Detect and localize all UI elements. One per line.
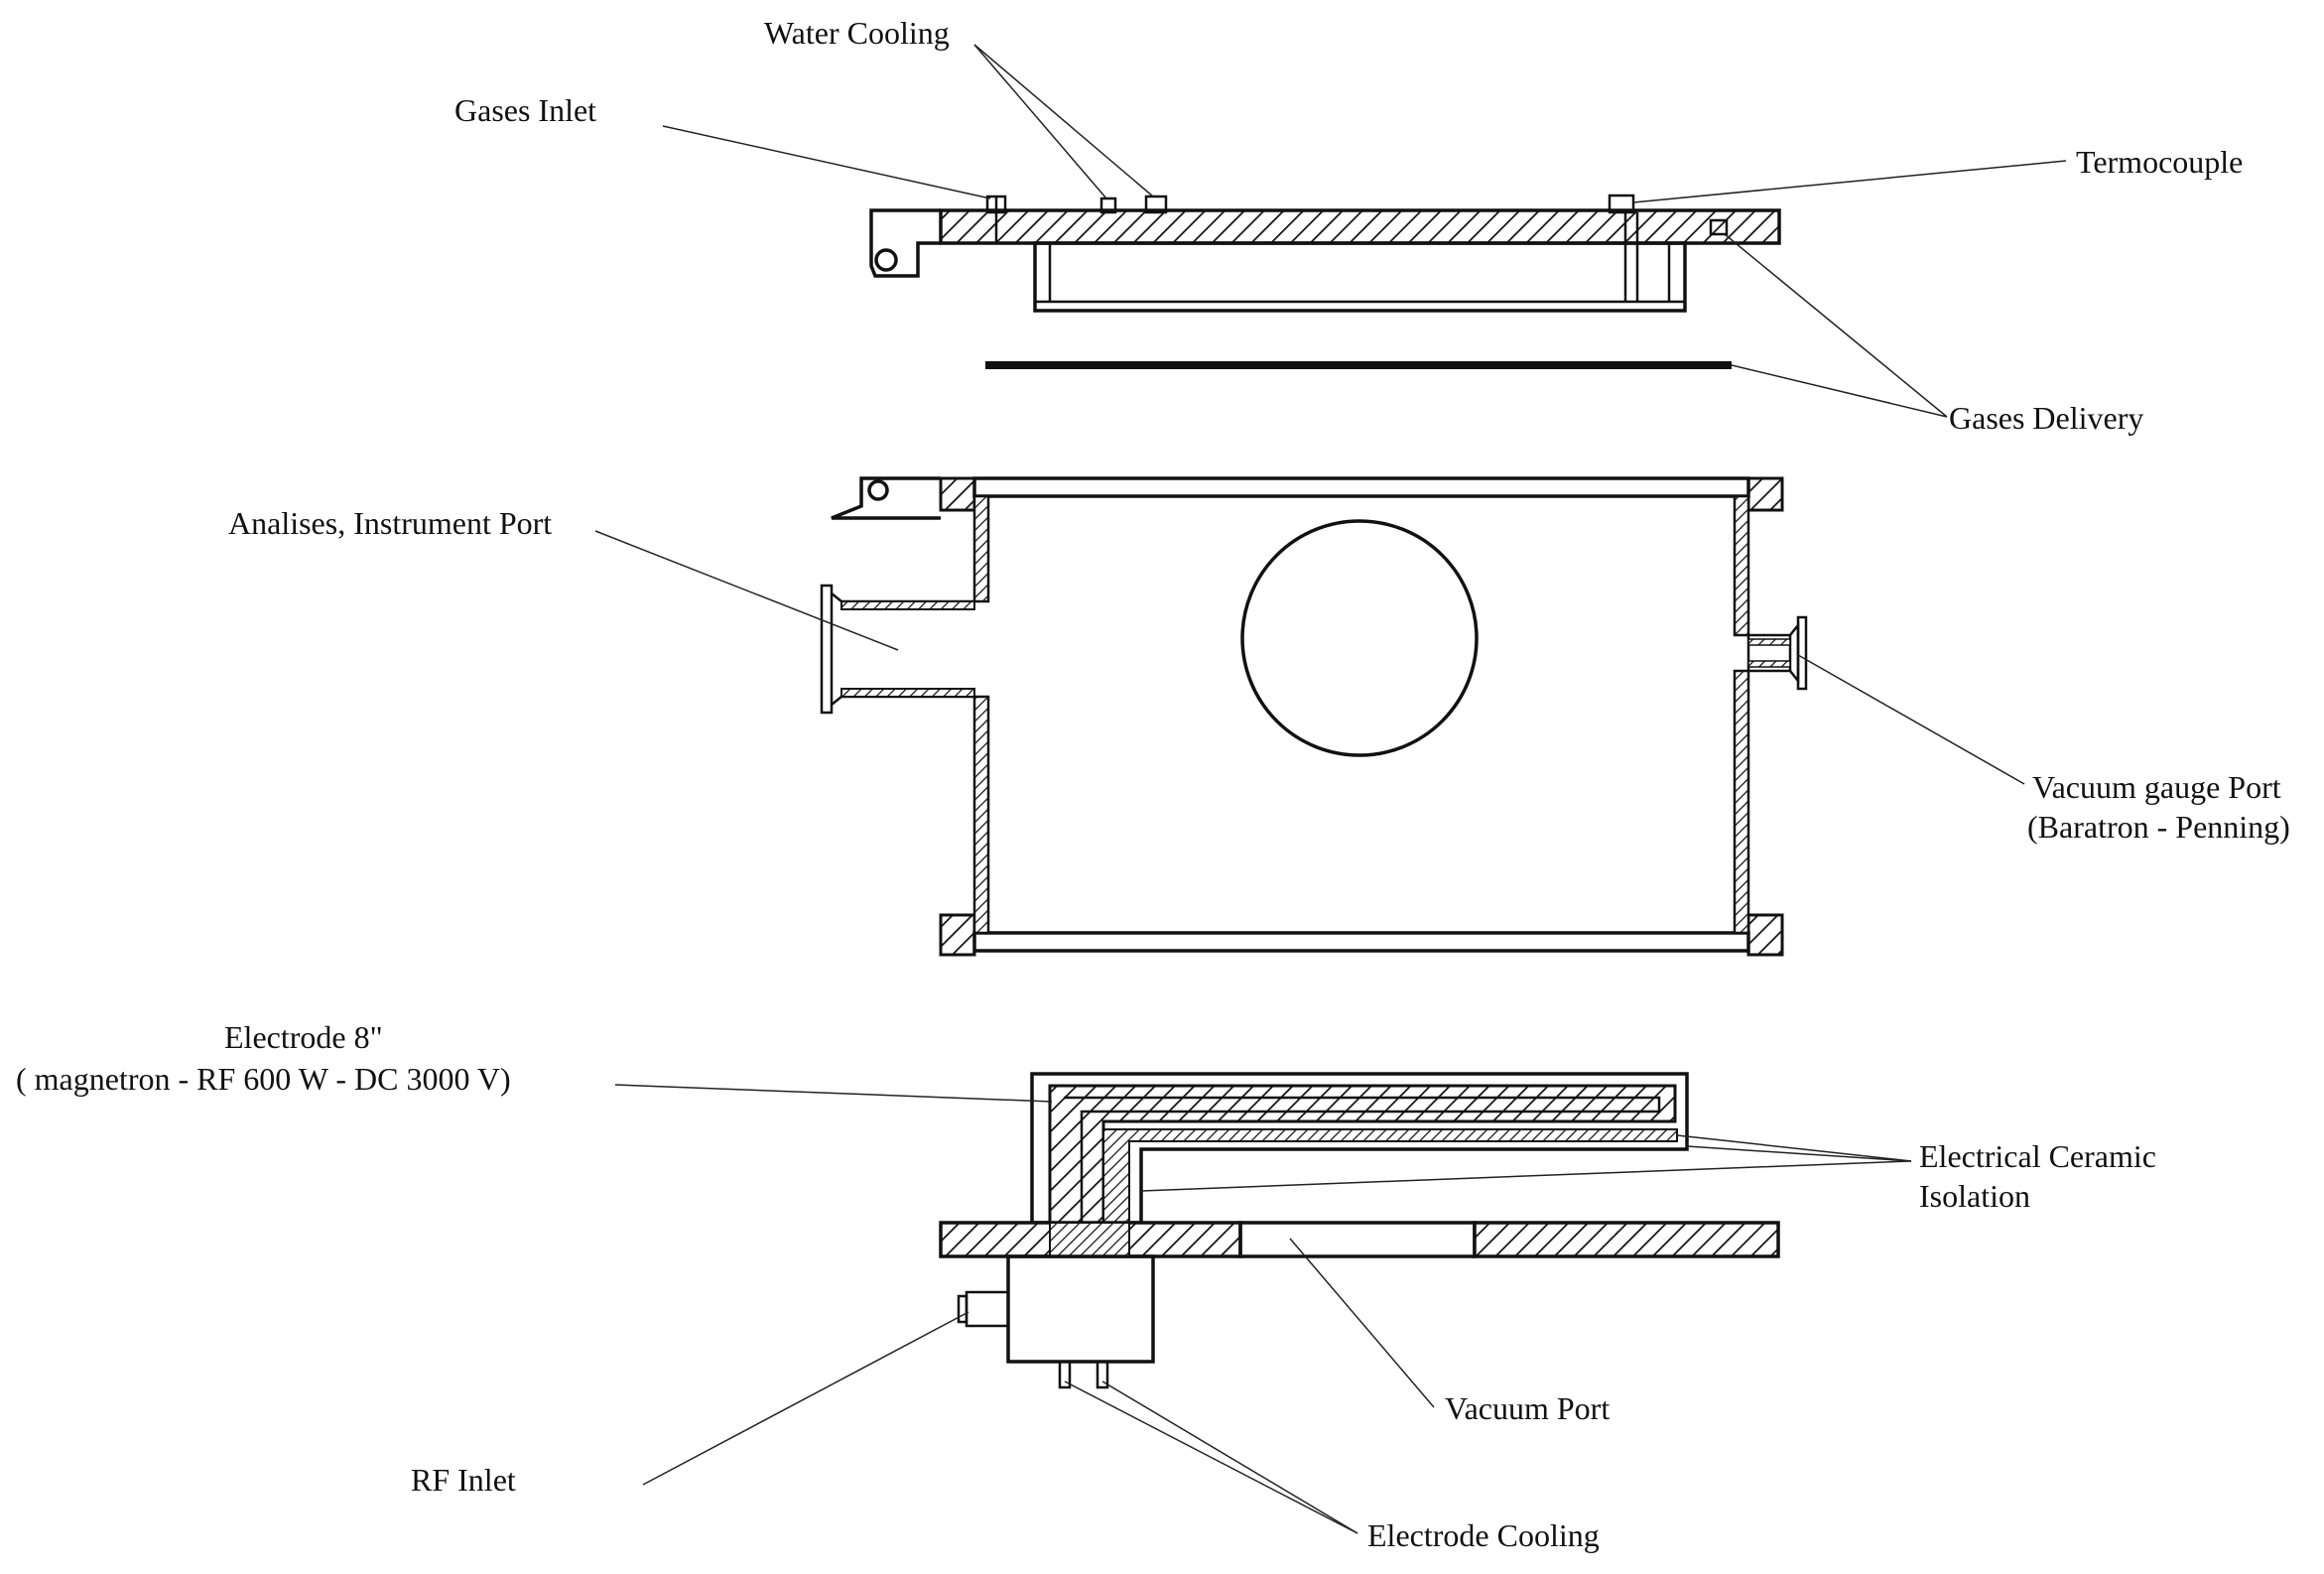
- leader-lines: [594, 44, 2067, 1534]
- label-vacuum-gauge-type: (Baratron - Penning): [2027, 809, 2290, 845]
- label-ceramic-isolation: Electrical Ceramic: [1919, 1138, 2156, 1174]
- electrode-assembly: [939, 1072, 1780, 1389]
- gas-channel-right: [1709, 218, 1729, 236]
- chamber-wall-left-lower: [972, 695, 990, 935]
- label-gases-delivery: Gases Delivery: [1949, 400, 2143, 436]
- flange-bottom-right: [1746, 913, 1784, 957]
- label-analises-port: Analises, Instrument Port: [228, 505, 552, 541]
- flange-top-right: [1746, 476, 1784, 512]
- vacuum-gauge-port: [1746, 615, 1808, 691]
- flange-top-left: [939, 476, 976, 512]
- electrode-body: [1048, 1084, 1677, 1225]
- label-electrode: Electrode 8": [224, 1019, 383, 1055]
- water-cooling-fitting-2: [1144, 195, 1168, 214]
- chamber-body: [820, 476, 1808, 957]
- flange-bottom-left: [939, 913, 976, 957]
- electrode-cooling-pipe-1: [1058, 1360, 1072, 1389]
- termocouple-fitting: [1608, 194, 1635, 214]
- rf-connector-box: [1006, 1254, 1155, 1364]
- base-plate-right: [1473, 1221, 1780, 1258]
- chamber-hinge-bracket: [831, 476, 941, 520]
- vacuum-port-opening: [1238, 1221, 1477, 1258]
- label-termocouple: Termocouple: [2076, 144, 2243, 180]
- label-electrode-spec: ( magnetron - RF 600 W - DC 3000 V): [16, 1061, 511, 1097]
- rf-inlet-connector: [965, 1290, 1010, 1328]
- label-ceramic-isolation-2: Isolation: [1919, 1178, 2030, 1214]
- chamber-wall-left-upper: [972, 494, 990, 603]
- label-gases-inlet: Gases Inlet: [454, 92, 596, 128]
- lid-plate: [939, 208, 1781, 245]
- label-electrode-cooling: Electrode Cooling: [1367, 1517, 1600, 1553]
- label-vacuum-port: Vacuum Port: [1445, 1390, 1610, 1426]
- water-cooling-fitting-1: [1099, 197, 1117, 214]
- ceramic-isolation-layer: [1102, 1128, 1678, 1224]
- chamber-wall-right-lower: [1733, 669, 1750, 935]
- electrode-cooling-pipe-2: [1096, 1360, 1109, 1389]
- lid-hinge-hole: [874, 248, 898, 272]
- label-water-cooling: Water Cooling: [764, 15, 950, 51]
- showerhead-box: [1033, 241, 1687, 313]
- label-vacuum-gauge-port: Vacuum gauge Port: [2032, 769, 2281, 805]
- lid-hinge-bracket: [869, 208, 941, 278]
- analysis-port: [820, 584, 975, 715]
- label-rf-inlet: RF Inlet: [411, 1462, 516, 1498]
- chamber-viewport: [1240, 519, 1479, 757]
- top-lid-assembly: [869, 194, 1781, 369]
- chamber-wall-right-upper: [1733, 494, 1750, 637]
- labels: Water Cooling Gases Inlet Termocouple Ga…: [16, 15, 2290, 1553]
